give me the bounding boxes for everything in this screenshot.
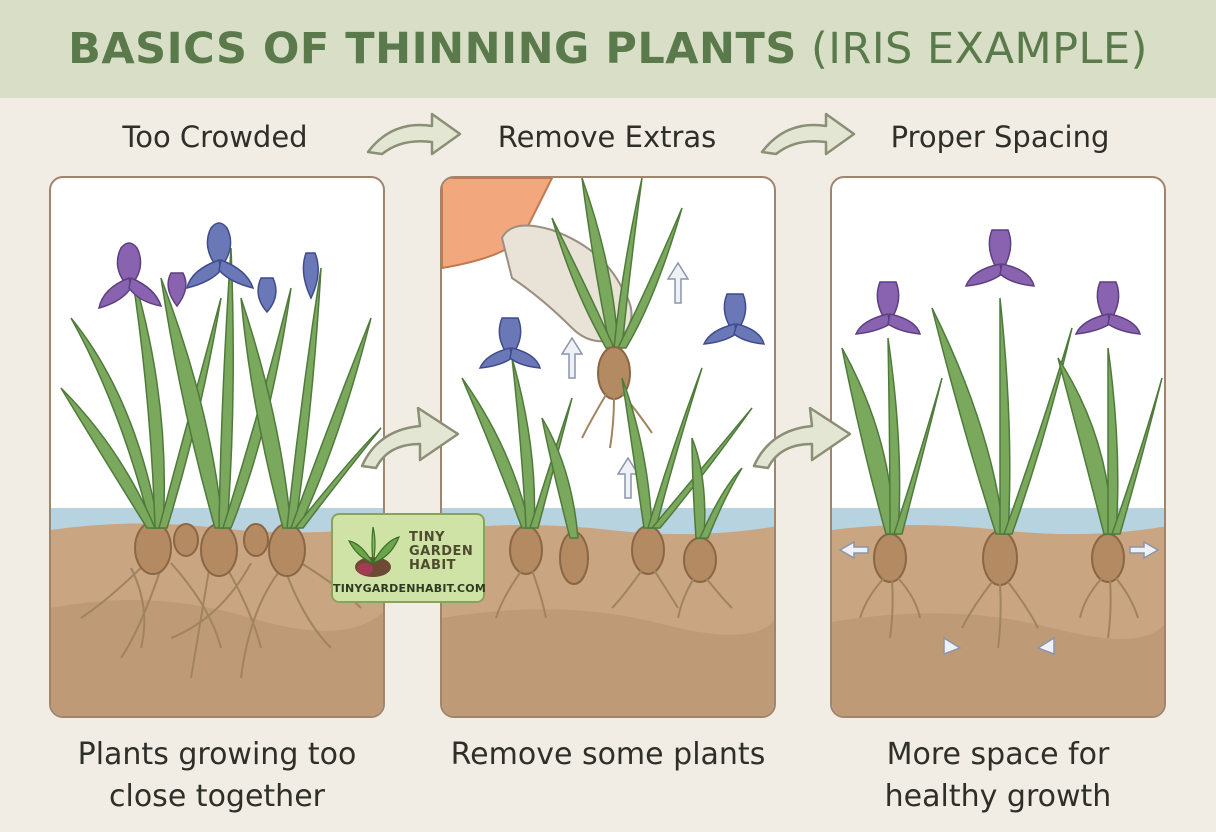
up-arrow-icon	[560, 261, 690, 499]
caption-too-crowded: Plants growing too close together	[27, 734, 407, 818]
caption-proper-spacing: More space for healthy growth	[808, 734, 1188, 818]
tiny-garden-habit-badge: TINY GARDEN HABIT TINYGARDENHABIT.COM	[331, 513, 487, 603]
crowded-iris-illustration	[51, 222, 383, 716]
brand-line-2: GARDEN	[409, 544, 474, 559]
title-banner: BASICS OF THINNING PLANTS (IRIS EXAMPLE)	[0, 0, 1216, 98]
tiny-garden-habit-logo	[347, 526, 401, 577]
title-main: BASICS OF THINNING PLANTS	[68, 24, 797, 74]
caption-proper-spacing-line-1: More space for	[886, 737, 1110, 772]
brand-line-1: TINY	[409, 530, 445, 545]
spaced-iris-illustration	[832, 229, 1164, 716]
panel-remove-extras	[440, 176, 776, 718]
curved-arrow-icon	[760, 112, 856, 156]
gloved-hand-icon	[442, 178, 633, 343]
step-title-too-crowded: Too Crowded	[122, 120, 308, 154]
step-title-remove-extras: Remove Extras	[497, 120, 717, 154]
page-title: BASICS OF THINNING PLANTS (IRIS EXAMPLE)	[68, 24, 1148, 74]
removing-iris-illustration	[442, 178, 774, 716]
panel-too-crowded	[49, 176, 385, 718]
step-title-proper-spacing: Proper Spacing	[890, 120, 1110, 154]
caption-too-crowded-line-2: close together	[109, 779, 325, 814]
brand-url: TINYGARDENHABIT.COM	[333, 582, 487, 595]
curved-arrow-icon	[366, 112, 462, 156]
iris-flower-icon	[98, 242, 163, 310]
panel-proper-spacing	[830, 176, 1166, 718]
title-sub: (IRIS EXAMPLE)	[796, 24, 1148, 74]
brand-name: TINY GARDEN HABIT	[409, 531, 473, 573]
curved-arrow-icon	[360, 406, 460, 470]
caption-remove-extras: Remove some plants	[418, 734, 798, 776]
caption-proper-spacing-line-2: healthy growth	[884, 779, 1112, 814]
spread-arrow-icon	[838, 540, 1160, 656]
caption-too-crowded-line-1: Plants growing too	[77, 737, 357, 772]
brand-line-3: HABIT	[409, 558, 457, 573]
curved-arrow-icon	[752, 406, 852, 470]
caption-remove-extras-line-1: Remove some plants	[450, 737, 766, 772]
